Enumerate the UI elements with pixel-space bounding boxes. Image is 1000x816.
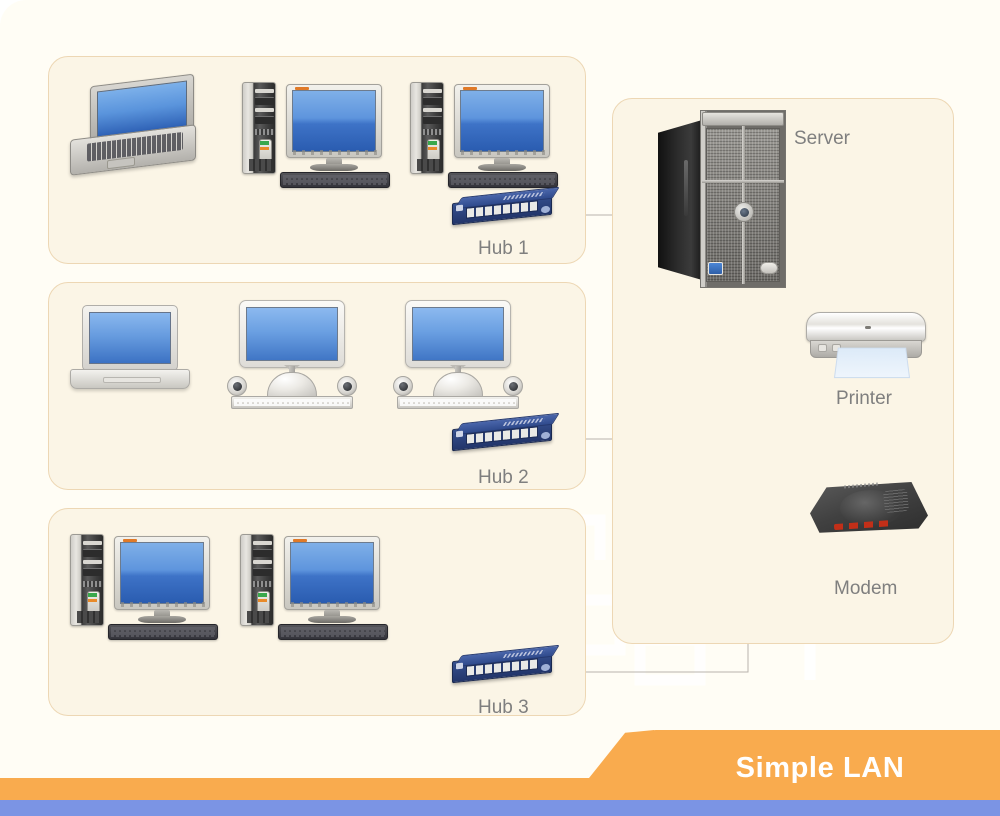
network-hub-icon[interactable] (452, 186, 560, 234)
imac-computer-icon[interactable] (393, 300, 523, 410)
hub-2-label: Hub 2 (478, 467, 529, 488)
hub-3-label: Hub 3 (478, 697, 529, 718)
diagram-title: Simple LAN (735, 752, 905, 784)
banner-blue-strip (0, 800, 1000, 816)
modem-icon[interactable] (810, 478, 930, 548)
inkjet-printer-icon[interactable] (806, 312, 926, 382)
server-label: Server (794, 128, 850, 149)
banner-orange-block (648, 730, 1000, 800)
network-hub-icon[interactable] (452, 412, 560, 460)
hub-1-label: Hub 1 (478, 238, 529, 259)
imac-computer-icon[interactable] (227, 300, 357, 410)
modem-label: Modem (834, 578, 898, 599)
laptop-icon[interactable] (70, 305, 190, 393)
server-tower-icon[interactable] (658, 110, 786, 290)
printer-label: Printer (836, 388, 892, 409)
laptop-icon[interactable] (70, 73, 200, 176)
network-hub-icon[interactable] (452, 644, 560, 692)
